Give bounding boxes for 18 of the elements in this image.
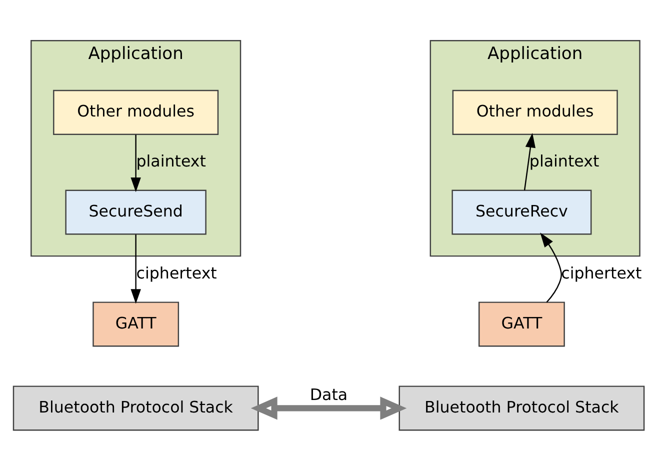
- arrow: [130, 234, 141, 304]
- arrow: [540, 232, 562, 303]
- edge-label: plaintext: [136, 151, 206, 170]
- node-box: Other modules: [452, 90, 618, 135]
- edge-label: ciphertext: [561, 263, 642, 282]
- arrow: [250, 396, 407, 420]
- arrow: [130, 134, 141, 192]
- edge-label: ciphertext: [136, 263, 217, 282]
- node-box: Bluetooth Protocol Stack: [12, 386, 259, 431]
- edge-label: Data: [310, 385, 348, 404]
- node-box: SecureSend: [65, 190, 206, 235]
- arrow: [524, 132, 536, 190]
- node-box: Bluetooth Protocol Stack: [398, 386, 645, 431]
- node-box: Other modules: [53, 90, 219, 135]
- edge-label: plaintext: [529, 151, 600, 170]
- node-box: GATT: [478, 302, 565, 347]
- node-box: GATT: [92, 302, 180, 347]
- node-box: SecureRecv: [452, 190, 592, 235]
